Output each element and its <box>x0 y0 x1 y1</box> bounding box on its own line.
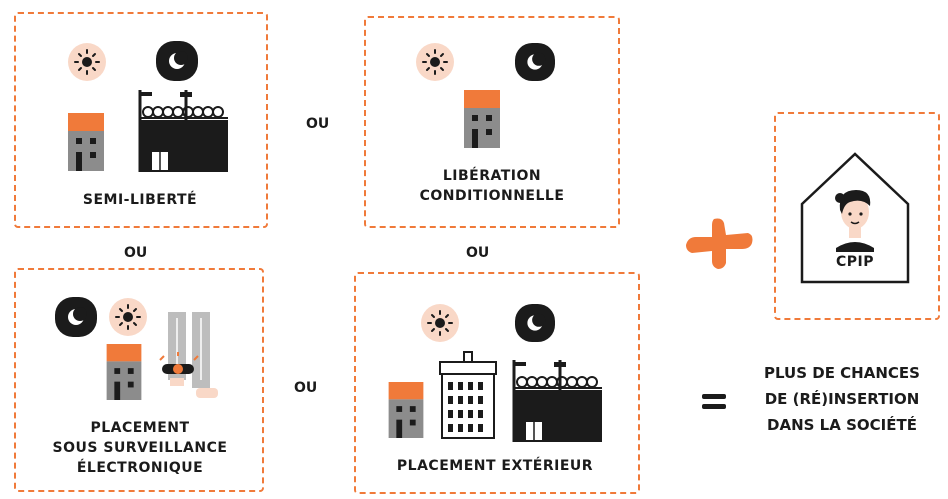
prison-icon <box>138 90 228 172</box>
panel-semi-liberte <box>14 12 268 228</box>
house-icon <box>106 344 142 400</box>
moon-icon <box>515 42 555 82</box>
ou-connector-left: OU <box>124 245 148 261</box>
moon-icon <box>515 303 555 343</box>
moon-icon <box>55 297 97 337</box>
result-line3: DANS LA SOCIÉTÉ <box>767 416 917 434</box>
sun-icon <box>421 304 459 342</box>
house-icon <box>388 382 424 438</box>
panel-placement-exterieur <box>354 272 640 494</box>
label-liberation-line2: CONDITIONNELLE <box>419 188 565 204</box>
ou-connector-top: OU <box>306 116 330 132</box>
label-liberation-line1: LIBÉRATION <box>442 168 542 184</box>
ankle-bracelet-icon <box>159 312 218 398</box>
advisor-portrait-icon <box>800 152 910 284</box>
equals-icon <box>702 394 726 409</box>
panel-surveillance-electronique <box>14 268 264 492</box>
apartment-building-icon <box>439 351 497 439</box>
plus-icon <box>686 218 753 269</box>
result-line2: DE (RÉ)INSERTION <box>764 390 920 408</box>
label-cpip: CPIP <box>835 254 874 270</box>
label-semi-liberte: SEMI-LIBERTÉ <box>82 192 198 208</box>
ou-connector-right: OU <box>466 245 490 261</box>
result-line1: PLUS DE CHANCES <box>764 364 920 382</box>
house-icon <box>68 113 104 171</box>
label-placement-exterieur: PLACEMENT EXTÉRIEUR <box>396 458 594 474</box>
panel-cpip <box>774 112 940 320</box>
house-icon <box>464 90 500 148</box>
prison-icon <box>512 360 602 442</box>
sun-icon <box>416 43 454 81</box>
label-surveillance-line2: SOUS SURVEILLANCE <box>52 440 228 456</box>
label-surveillance-line3: ÉLECTRONIQUE <box>76 460 204 476</box>
sun-icon <box>109 298 147 336</box>
panel-liberation-conditionnelle <box>364 16 620 228</box>
moon-icon <box>156 41 198 81</box>
label-surveillance-line1: PLACEMENT <box>90 420 190 436</box>
sun-icon <box>68 43 106 81</box>
ou-connector-bottom: OU <box>294 380 318 396</box>
